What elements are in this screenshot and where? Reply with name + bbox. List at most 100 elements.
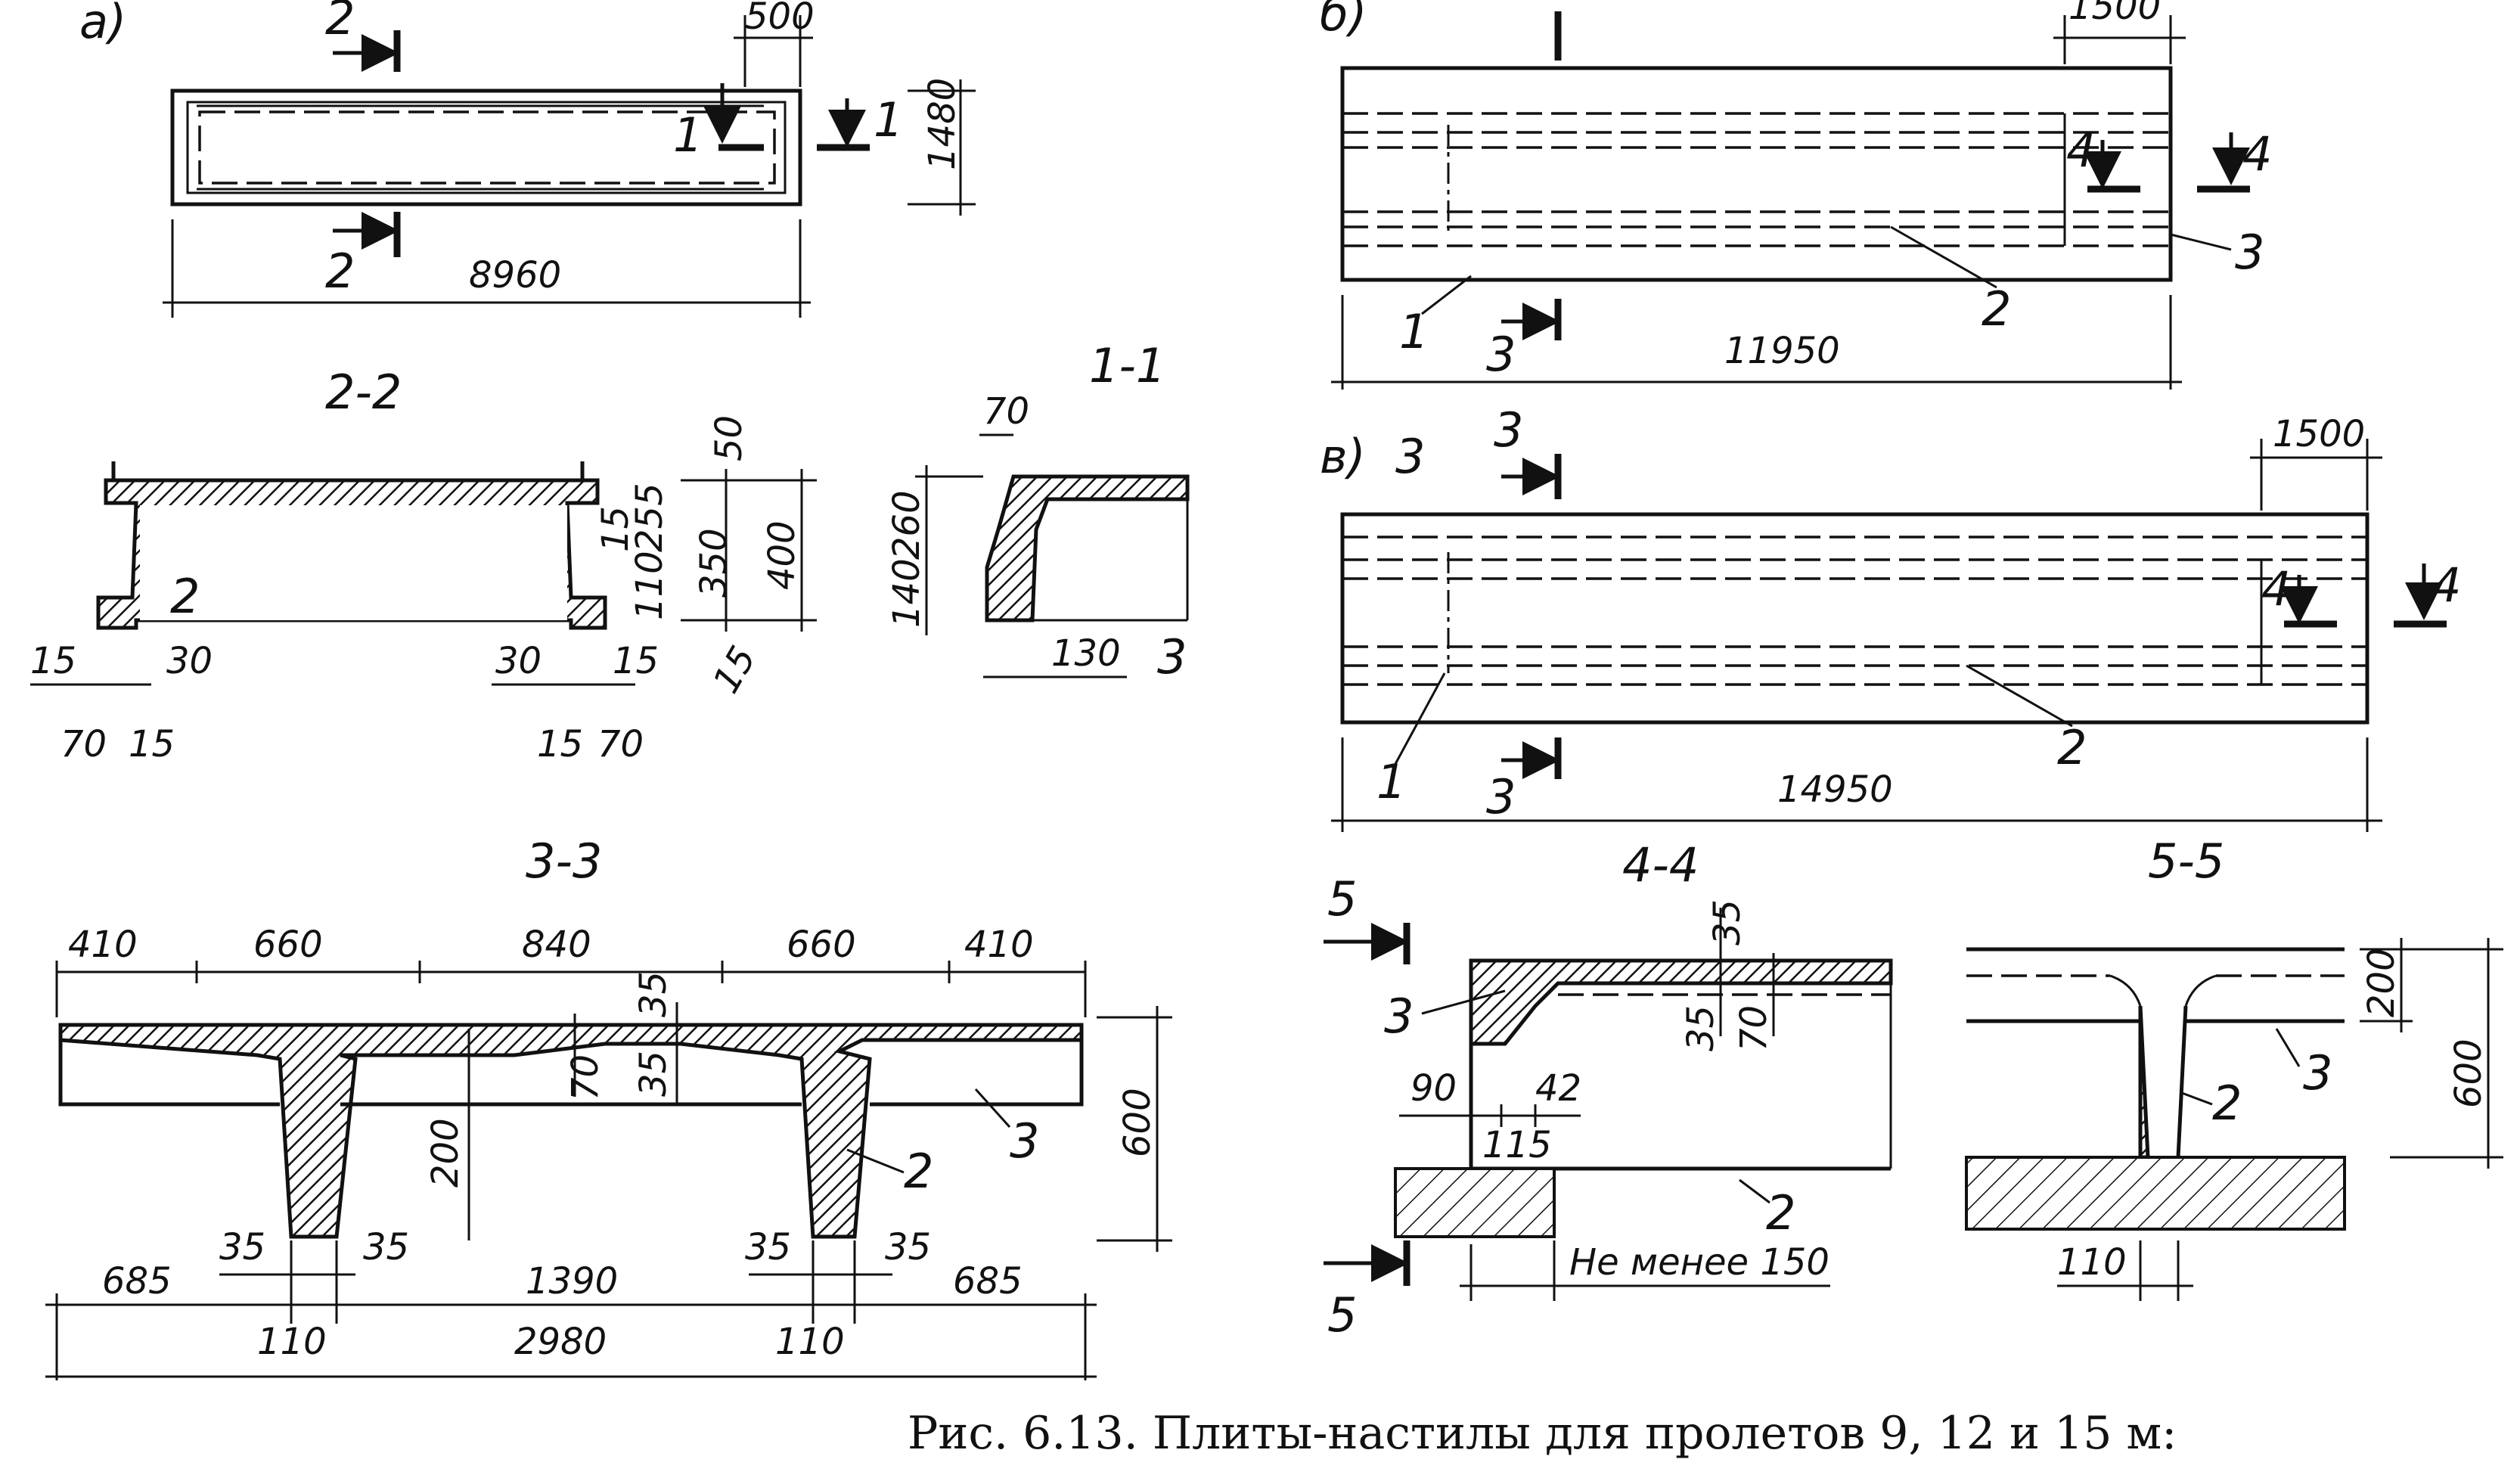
dim-c-end: 1500 (2273, 413, 2365, 455)
cut-4-c-inner: 4 (2261, 561, 2291, 616)
svg-text:15: 15 (705, 639, 765, 700)
cut-4-b: 4 (2242, 126, 2272, 182)
svg-text:35: 35 (632, 1051, 675, 1097)
svg-text:35: 35 (1706, 899, 1749, 945)
slab-a-outline (170, 88, 802, 206)
slab-c-outline (1340, 512, 2369, 725)
svg-text:35: 35 (219, 1226, 265, 1268)
svg-text:35: 35 (363, 1226, 409, 1268)
svg-text:200: 200 (2360, 948, 2403, 1017)
svg-text:140: 140 (886, 558, 928, 628)
view-c-part-2: 2 (2057, 720, 2087, 775)
view-a: а) 2 2 1 1 8960 500 1480 (79, 0, 976, 318)
support-ground-5-5 (1965, 1156, 2346, 1231)
view-c: в) 3 3 3 4 4 1 2 14950 1500 (1320, 402, 2461, 832)
section-2-2-part: 2 (170, 569, 200, 624)
section-4-4: 4-4 5 3 2 35 35 70 90 42 115 Не менее 15… (1324, 837, 1893, 1343)
svg-text:35: 35 (1680, 1005, 1722, 1051)
section-4-4-part-2: 2 (1766, 1185, 1795, 1240)
svg-text:410: 410 (68, 924, 138, 966)
dim-a-length: 8960 (469, 254, 561, 297)
cut-5-top: 5 (1327, 871, 1357, 927)
cut-1: 1 (874, 92, 903, 147)
section-3-3-title: 3-3 (526, 834, 602, 889)
svg-text:350: 350 (693, 528, 735, 598)
svg-text:255: 255 (628, 483, 671, 552)
view-c-label: в) (1320, 429, 1366, 484)
svg-text:30: 30 (495, 640, 542, 682)
svg-text:70: 70 (564, 1054, 607, 1101)
section-1-1-part: 3 (1157, 629, 1187, 685)
svg-text:840: 840 (522, 924, 591, 966)
dim-a-width: 1480 (921, 78, 964, 170)
svg-text:410: 410 (964, 924, 1034, 966)
slab-b-outline (1340, 66, 2173, 282)
svg-text:130: 130 (1051, 632, 1121, 675)
section-5-5-part-3: 3 (2303, 1045, 2332, 1101)
section-5-5-title: 5-5 (2148, 834, 2224, 889)
svg-text:15: 15 (594, 506, 637, 552)
svg-text:42: 42 (1535, 1067, 1581, 1110)
cut-4-c: 4 (2432, 557, 2461, 613)
svg-text:685: 685 (953, 1260, 1023, 1302)
view-a-label: а) (79, 0, 126, 49)
cut-3-b: 3 (1486, 327, 1516, 382)
svg-text:115: 115 (1482, 1124, 1552, 1166)
cut-3-c: 3 (1486, 769, 1516, 824)
svg-text:35: 35 (745, 1226, 791, 1268)
dim-3-3-total: 2980 (514, 1321, 607, 1363)
svg-text:15: 15 (129, 723, 175, 765)
svg-text:15: 15 (537, 723, 583, 765)
section-1-1-title: 1-1 (1089, 338, 1165, 393)
svg-text:660: 660 (253, 924, 323, 966)
section-4-4-title: 4-4 (1622, 837, 1699, 893)
cut-4-b-inner: 4 (2066, 123, 2096, 178)
svg-text:110: 110 (257, 1321, 327, 1363)
svg-text:70: 70 (983, 390, 1029, 433)
svg-text:90: 90 (1411, 1067, 1457, 1110)
svg-text:400: 400 (761, 520, 803, 590)
dim-b-length: 11950 (1724, 330, 1840, 372)
svg-text:70: 70 (1733, 1005, 1775, 1051)
section-1-1: 1-1 3 70 260 140 130 (886, 338, 1190, 685)
dim-c-length: 14950 (1777, 768, 1893, 811)
cut-3-c-top: 3 (1494, 402, 1523, 458)
dim-a-end: 500 (745, 0, 815, 38)
view-c-part-3: 3 (1395, 429, 1425, 484)
view-b-part-3: 3 (2235, 225, 2264, 280)
svg-text:35: 35 (885, 1226, 931, 1268)
svg-text:600: 600 (2447, 1039, 2490, 1108)
svg-text:15: 15 (613, 640, 659, 682)
svg-text:110: 110 (775, 1321, 845, 1363)
rib-label-1: 1 (673, 107, 703, 163)
svg-text:260: 260 (886, 490, 928, 560)
dim-3-3-height: 600 (1116, 1088, 1159, 1157)
view-b-label: б) (1320, 0, 1367, 42)
section-3-3: 3-3 410 660 840 660 410 2 3 600 200 70 3… (45, 834, 1172, 1380)
svg-text:50: 50 (708, 415, 750, 461)
dim-b-end: 1500 (2068, 0, 2161, 28)
figure-caption: Рис. 6.13. Плиты-настилы для пролетов 9,… (908, 1407, 2177, 1460)
section-5-5-part-2: 2 (2212, 1076, 2242, 1131)
svg-text:200: 200 (424, 1118, 467, 1188)
svg-text:70: 70 (597, 723, 644, 765)
svg-text:110: 110 (2057, 1241, 2127, 1284)
cut-5-bottom: 5 (1327, 1287, 1357, 1343)
section-2-2-title: 2-2 (325, 365, 402, 420)
section-3-3-part-2: 2 (904, 1144, 933, 1199)
section-2-2: 2-2 2 15 30 70 15 30 15 15 70 50 255 350… (30, 365, 817, 765)
svg-text:30: 30 (166, 640, 213, 682)
support-note: Не менее 150 (1569, 1241, 1829, 1284)
support-ground (1394, 1167, 1556, 1238)
section-1-1-shape (985, 474, 1190, 623)
view-b-part-2: 2 (1982, 281, 2011, 337)
section-4-4-part-3: 3 (1384, 989, 1414, 1044)
svg-text:660: 660 (787, 924, 856, 966)
view-b: б) 3 4 4 1 2 3 11950 1500 (1320, 0, 2272, 390)
svg-text:1390: 1390 (526, 1260, 618, 1302)
cut-2-top: 2 (325, 0, 355, 45)
svg-text:685: 685 (102, 1260, 172, 1302)
svg-text:70: 70 (61, 723, 107, 765)
svg-text:35: 35 (632, 971, 675, 1017)
